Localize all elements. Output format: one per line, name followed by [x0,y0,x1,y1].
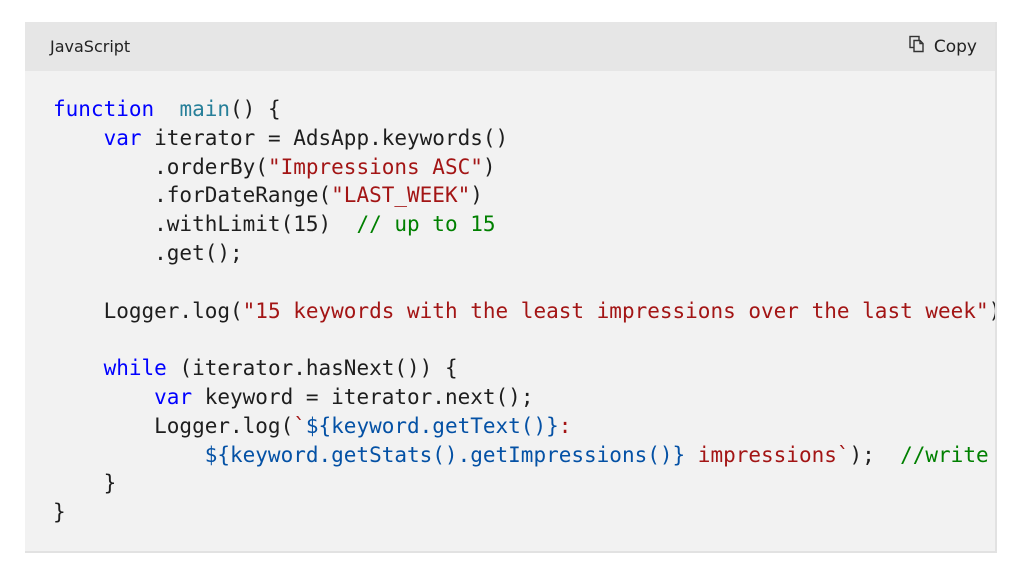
code-line: } [53,498,995,527]
copy-icon [908,35,926,58]
code-token: Logger.log( [53,413,294,438]
code-line: .forDateRange("LAST_WEEK") [53,181,995,210]
code-token: // up to 15 [356,212,496,237]
code-line: Logger.log("15 keywords with the least i… [53,297,995,326]
code-line: .withLimit(15) // up to 15 [53,210,995,239]
code-line: .orderBy("Impressions ASC") [53,153,995,182]
code-line: } [53,469,995,498]
code-token: ) [470,183,483,208]
code-token: var [103,125,142,150]
code-token: while [103,356,167,381]
code-token: iterator = AdsApp.keywords() [141,125,509,150]
code-block-header: JavaScript Copy [25,22,995,71]
code-token [53,126,104,150]
code-line: var keyword = iterator.next(); [53,383,995,412]
code-token: } [53,471,117,496]
code-token: keyword = iterator.next(); [192,384,534,409]
code-token [53,356,104,380]
code-token: .forDateRange( [53,183,332,208]
code-token: "15 keywords with the least impressions … [242,298,989,323]
code-token [154,97,179,121]
code-token: ) [482,154,496,179]
code-line [53,268,995,297]
code-line: function main() { [53,95,995,124]
code-token: : [558,413,572,438]
language-label: JavaScript [50,37,131,56]
code-token [53,443,205,467]
code-token: function [53,97,155,121]
code-token: ); [989,299,995,323]
code-token: "Impressions ASC" [267,154,483,179]
code-token: ${keyword.getStats().getImpressions()} [204,442,686,467]
code-token: () { [230,97,281,121]
code-token: .orderBy( [53,154,268,179]
code-token: .get(); [53,240,243,265]
code-line: while (iterator.hasNext()) { [53,354,995,383]
code-token: ` [293,413,306,438]
code-token: "LAST_WEEK" [331,183,471,208]
copy-label: Copy [933,36,977,57]
copy-button[interactable]: Copy [908,35,977,58]
code-line: .get(); [53,239,995,268]
code-token: (iterator.hasNext()) { [166,356,458,381]
code-line: var iterator = AdsApp.keywords() [53,124,995,153]
code-token: ); [849,442,888,467]
code-content: function main() { var iterator = AdsApp.… [53,95,995,527]
code-token: } [53,500,66,525]
code-token: //write [887,442,989,467]
code-token: ${keyword.getText()} [305,413,559,438]
code-token: main [179,97,231,121]
code-line: ${keyword.getStats().getImpressions()} i… [53,441,995,470]
code-token: .withLimit(15) [53,212,357,237]
code-token: Logger.log( [53,298,243,323]
code-token: var [154,384,193,409]
code-line: Logger.log(`${keyword.getText()}: [53,412,995,441]
code-block: JavaScript Copy function main() { var it… [25,22,997,553]
code-line [53,325,995,354]
code-token: impressions` [685,442,850,467]
code-token [53,385,154,409]
